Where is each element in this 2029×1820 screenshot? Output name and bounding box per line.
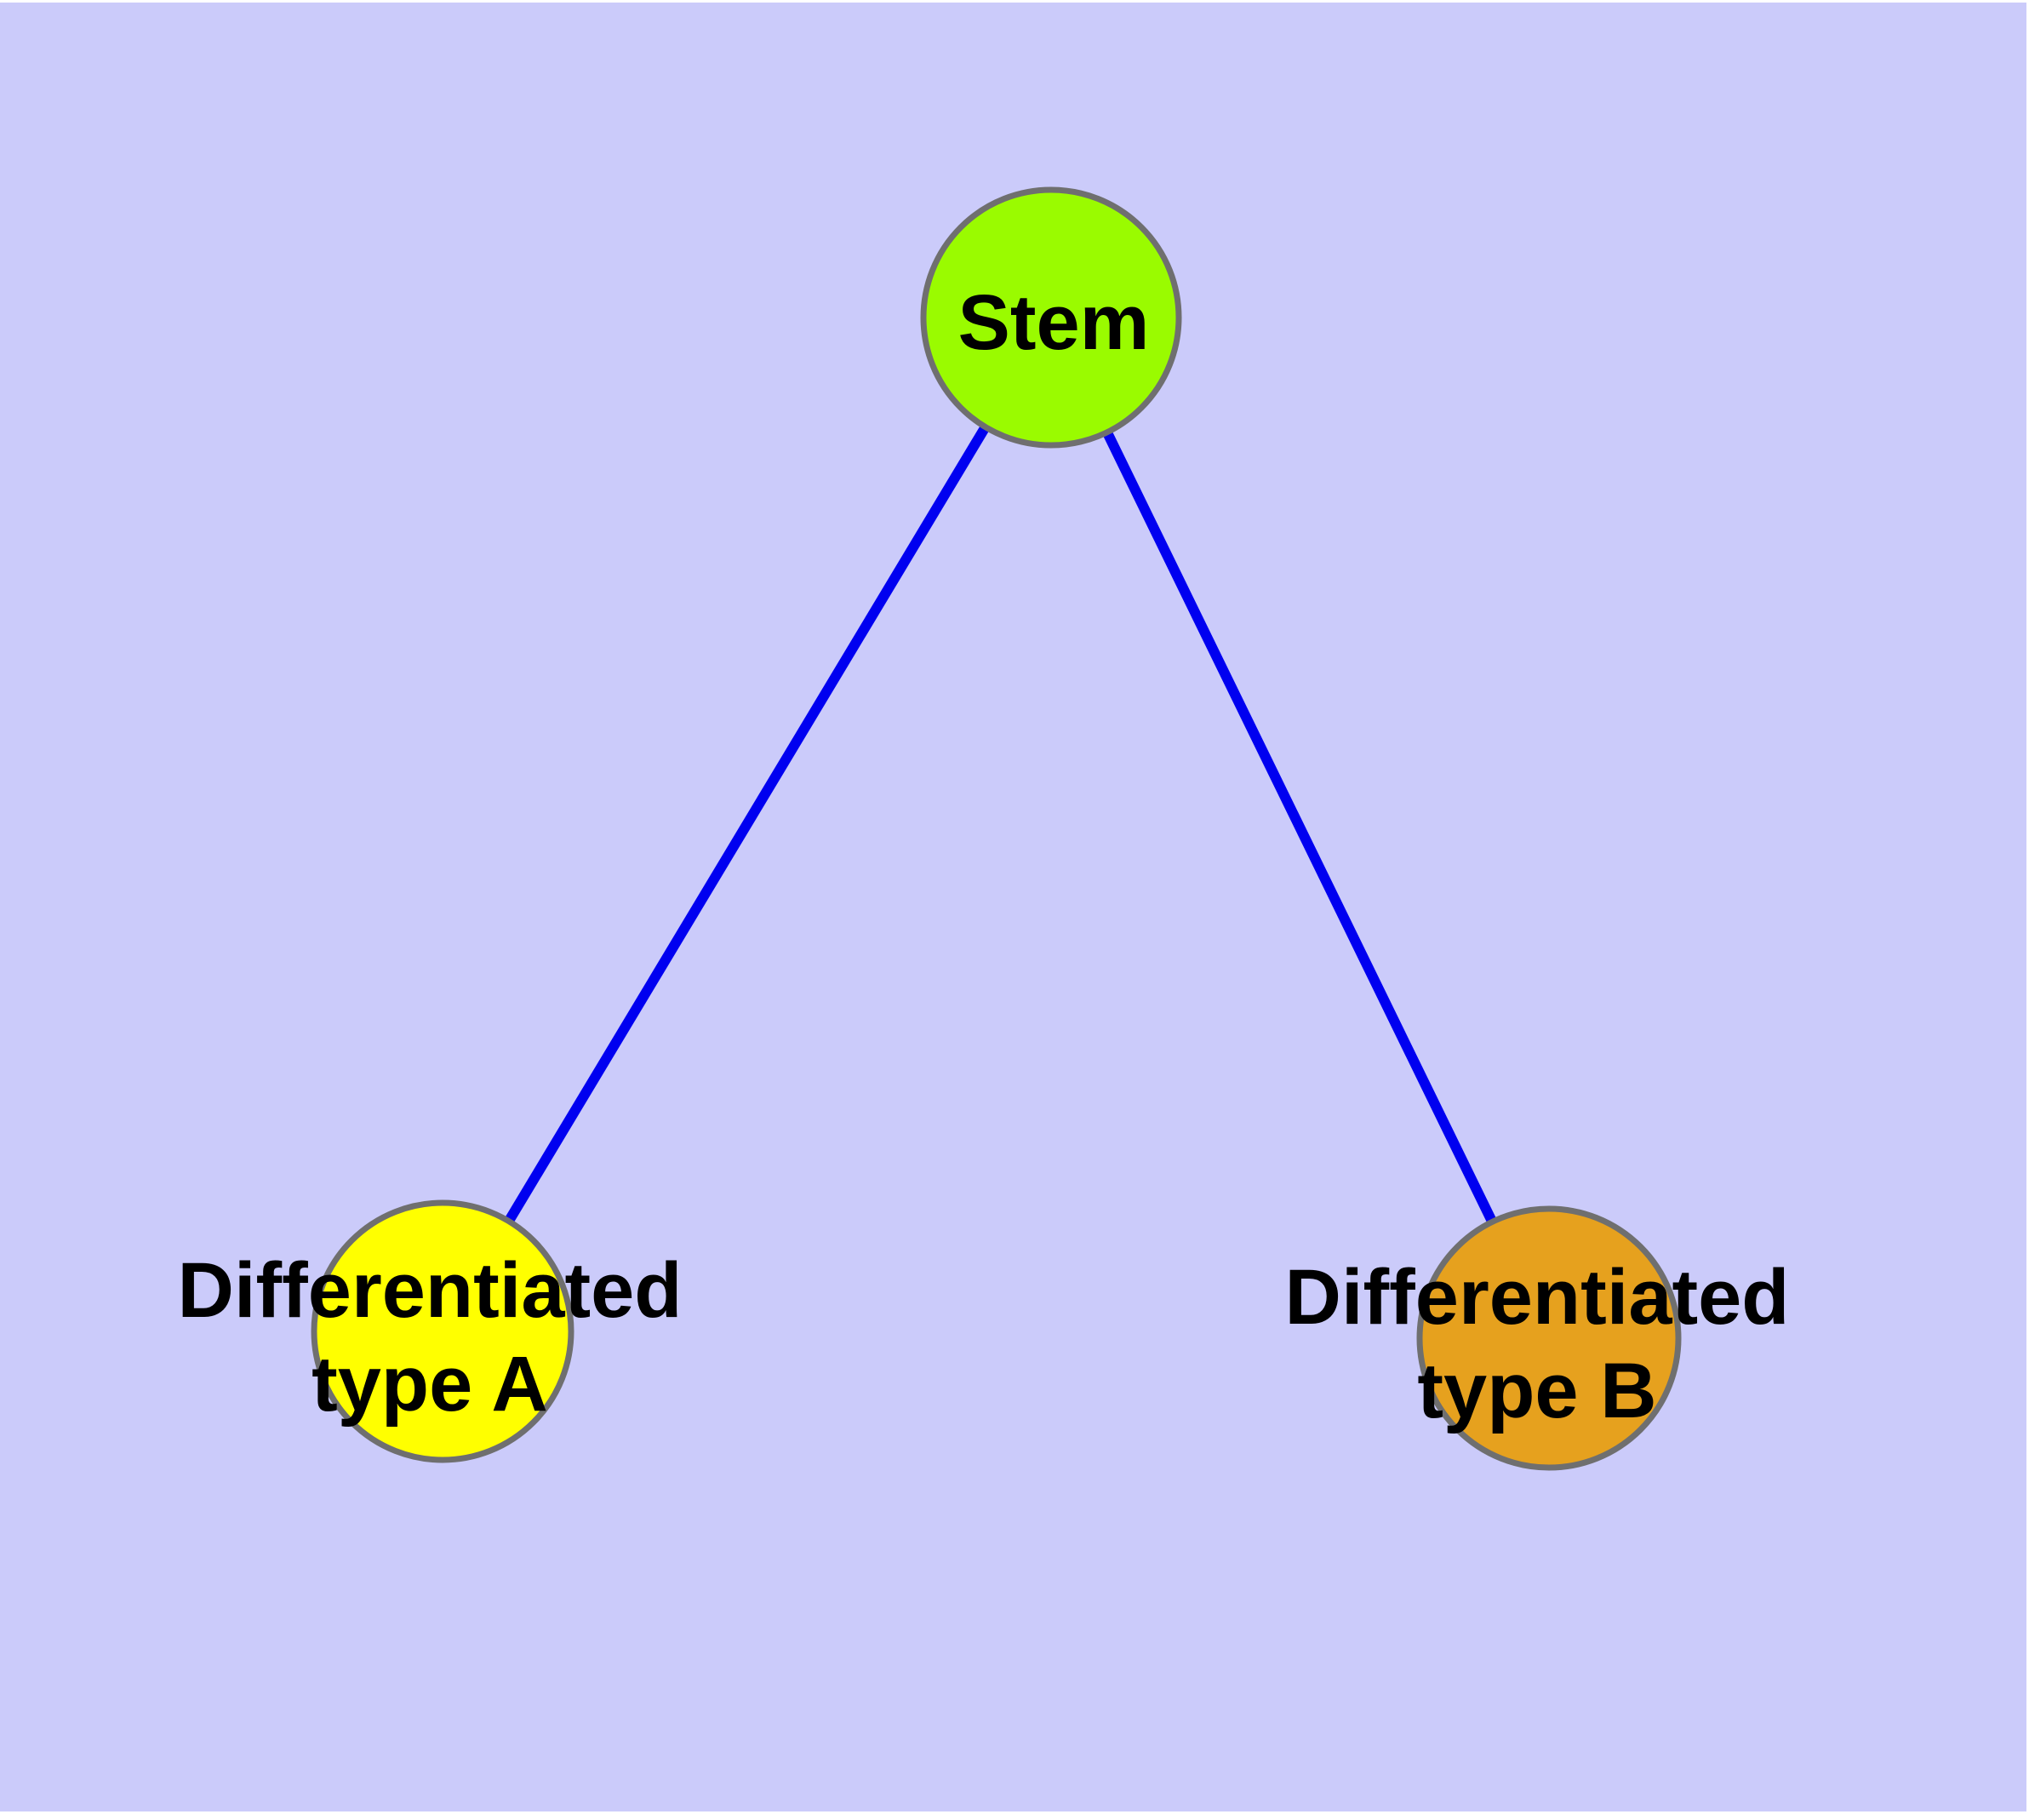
node-stem — [920, 186, 1182, 449]
node-type-b-label-line-2: type B — [1417, 1348, 1656, 1434]
node-type-b-label-line-1: Differentiated — [1285, 1254, 1790, 1341]
node-type-a-label-line-2: type A — [311, 1341, 548, 1428]
node-differentiated-type-b — [1416, 1205, 1682, 1471]
edge-stem-to-type-b — [1046, 315, 1554, 1341]
node-differentiated-type-a — [311, 1199, 574, 1463]
edge-stem-to-type-a — [437, 314, 1056, 1335]
node-type-a-label-line-1: Differentiated — [178, 1247, 683, 1334]
node-stem-label: Stem — [958, 279, 1150, 366]
